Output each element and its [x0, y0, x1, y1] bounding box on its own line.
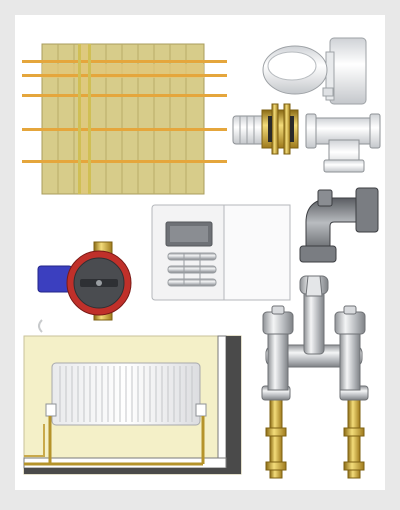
toilet-icon [262, 37, 367, 105]
radiator-icon [23, 335, 242, 475]
mixer-tap-icon [261, 275, 369, 479]
brass-fitting-icon [232, 103, 299, 155]
pump-icon [37, 241, 132, 333]
tee-fitting-icon [305, 113, 381, 173]
elbow-pipe-icon [299, 187, 379, 263]
thermostat-icon [151, 204, 291, 301]
timber-frame-icon [22, 43, 227, 195]
